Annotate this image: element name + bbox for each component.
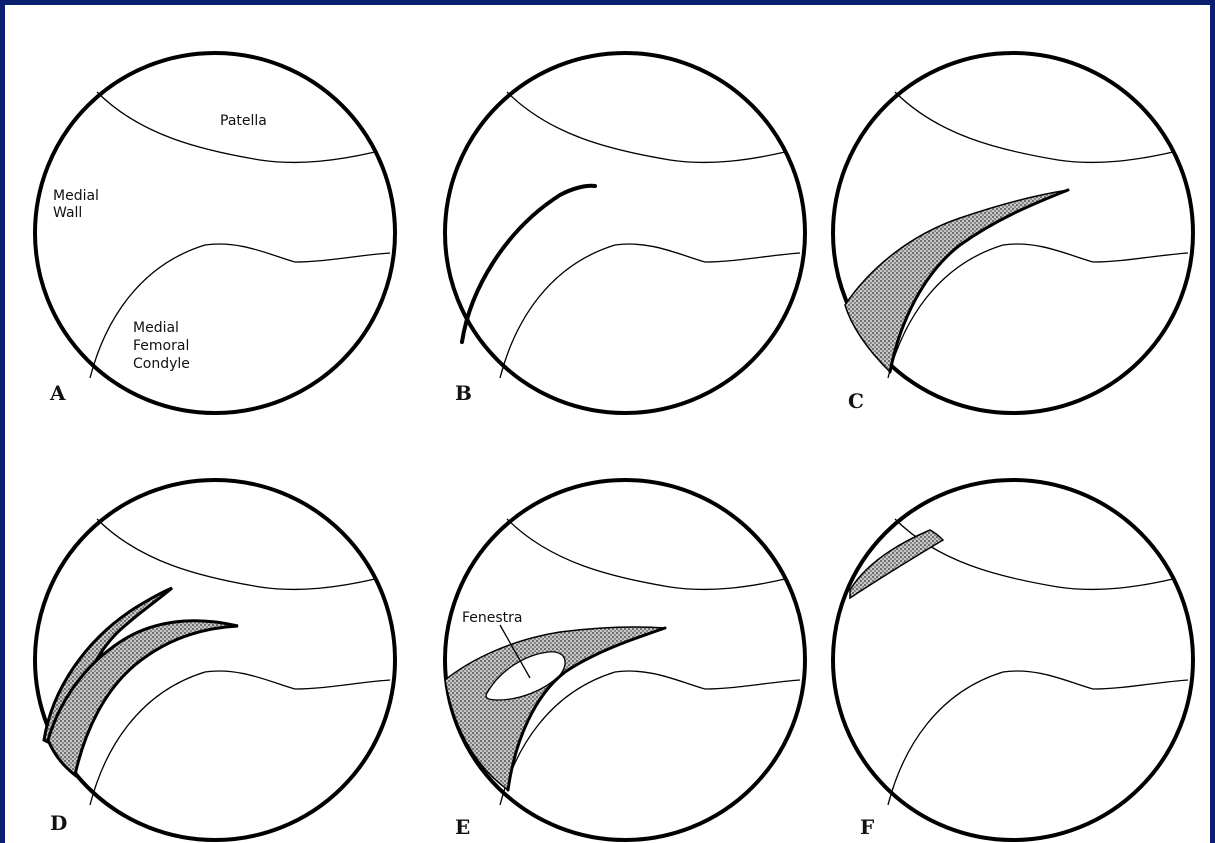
panel-label-a: A	[49, 381, 66, 405]
panel-b: B	[445, 53, 805, 413]
panel-e: Fenestra E	[445, 480, 805, 840]
label-patella: Patella	[220, 113, 267, 129]
label-condyle-3: Condyle	[133, 356, 190, 372]
label-medial-wall-1: Medial	[53, 188, 99, 204]
panel-label-d: D	[50, 811, 67, 835]
label-fenestra: Fenestra	[462, 610, 523, 626]
view-circle	[833, 480, 1193, 840]
label-medial-wall-2: Wall	[53, 205, 82, 221]
view-circle	[445, 53, 805, 413]
panel-label-f: F	[860, 815, 874, 839]
view-circle	[35, 53, 395, 413]
panel-label-b: B	[455, 381, 472, 405]
panel-d: D	[35, 480, 395, 840]
panel-f: F	[833, 480, 1193, 840]
label-condyle-1: Medial	[133, 320, 179, 336]
panel-c: C	[833, 53, 1193, 413]
label-condyle-2: Femoral	[133, 338, 189, 354]
panel-label-c: C	[848, 389, 864, 413]
panel-label-e: E	[455, 815, 470, 839]
panel-a: Patella Medial Wall Medial Femoral Condy…	[35, 53, 395, 413]
